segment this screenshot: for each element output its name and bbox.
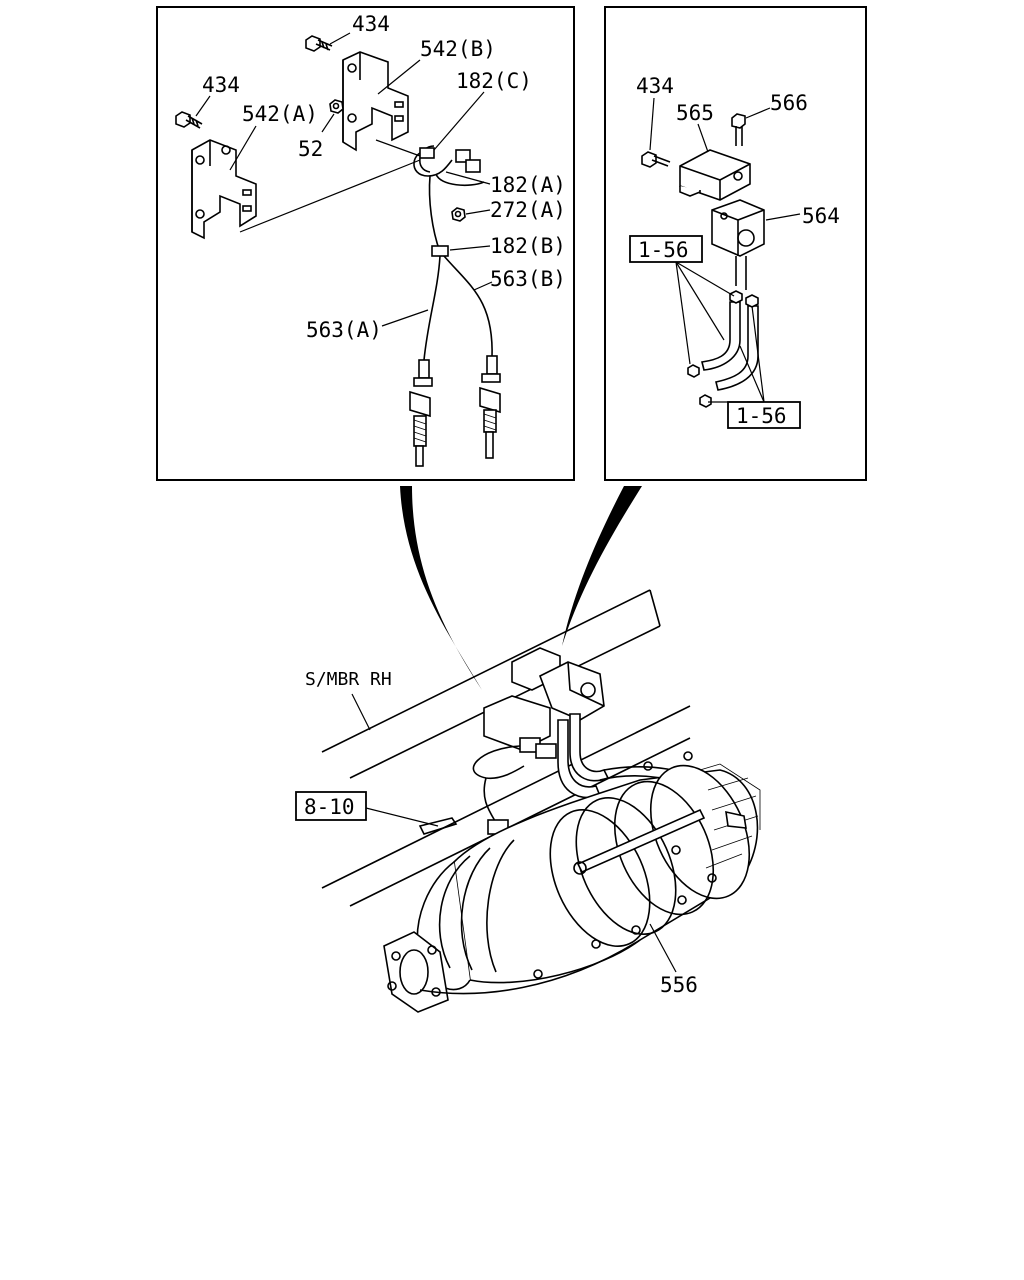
callout-52: 52: [298, 137, 323, 161]
detail-pointer-arrows: [400, 486, 642, 690]
bolt-icon: [175, 111, 203, 129]
bolt-icon: [731, 113, 746, 146]
ref-label-8-10: 8-10: [304, 795, 355, 819]
callout-434-right: 434: [636, 74, 674, 98]
bracket-542a-icon: [191, 139, 257, 240]
exhaust-filter-556-icon: [383, 751, 761, 1013]
callout-182b: 182(B): [490, 234, 566, 258]
frame-bracket-icon: [483, 647, 605, 759]
main-assembly: S/MBR RH 8-10: [295, 589, 761, 1013]
ref-box-8-10: [295, 791, 367, 821]
frame-label: S/MBR RH: [305, 669, 392, 690]
callout-182c: 182(C): [456, 69, 532, 93]
callout-556: 556: [660, 973, 698, 997]
ref-box-1-56-upper: [629, 235, 703, 263]
hose-pipes-icon: [687, 290, 759, 408]
callout-566: 566: [770, 91, 808, 115]
bolt-icon: [641, 151, 671, 168]
callout-272a: 272(A): [490, 198, 566, 222]
ref-label-1-56-upper: 1-56: [638, 238, 689, 262]
nut-272a-icon: [451, 207, 466, 222]
callout-182a: 182(A): [490, 173, 566, 197]
right-detail-panel: 434 565 566 564: [604, 6, 867, 481]
callout-542a: 542(A): [242, 102, 318, 126]
callout-564: 564: [802, 204, 840, 228]
bracket-542b-icon: [342, 51, 409, 152]
callout-434-top: 434: [352, 12, 390, 36]
left-detail-panel: 434 434 542(B) 52: [156, 6, 575, 481]
bolt-icon: [305, 35, 333, 52]
pressure-sensor-564-icon: [711, 199, 765, 290]
callout-563a: 563(A): [306, 318, 382, 342]
sensor-harness-icon: [409, 145, 501, 467]
ref-label-1-56-lower: 1-56: [736, 404, 787, 428]
callout-542b: 542(B): [420, 37, 496, 61]
callout-434-left: 434: [202, 73, 240, 97]
nut-icon: [329, 99, 344, 114]
callout-563b: 563(B): [490, 267, 566, 291]
bracket-565-icon: [679, 149, 751, 201]
callout-565: 565: [676, 101, 714, 125]
